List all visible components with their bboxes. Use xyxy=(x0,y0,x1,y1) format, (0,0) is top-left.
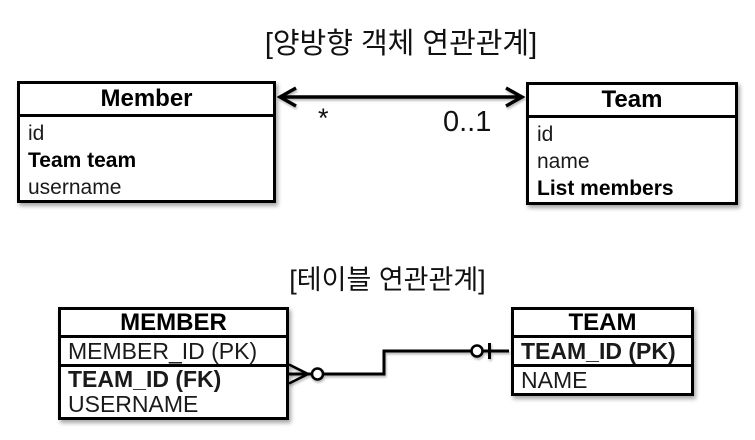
team-side-multiplicity: 0..1 xyxy=(443,106,492,138)
member-column-member-id-pk: MEMBER_ID (PK) xyxy=(61,338,286,367)
member-table-lower-cell: TEAM_ID (FK) USERNAME xyxy=(61,367,286,417)
member-field-username: username xyxy=(28,176,122,199)
team-field-name: name xyxy=(537,150,590,173)
member-side-multiplicity: * xyxy=(318,103,329,133)
arrowhead-left-icon xyxy=(276,86,297,108)
team-table-box: TEAM TEAM_ID (PK) NAME xyxy=(511,307,694,396)
member-field-team: Team team xyxy=(28,149,137,172)
member-table-name: MEMBER xyxy=(61,310,286,338)
team-column-team-id-pk: TEAM_ID (PK) xyxy=(514,338,691,367)
member-class-box: Member id Team team username xyxy=(17,81,276,203)
member-class-fields: id Team team username xyxy=(20,117,273,201)
object-association-title: [양방향 객체 연관관계] xyxy=(264,28,538,60)
table-association-title: [테이블 연관관계] xyxy=(289,265,486,295)
er-relationship-line xyxy=(288,343,509,385)
team-class-name: Team xyxy=(529,85,735,118)
team-class-fields: id name List members xyxy=(529,118,735,202)
team-field-id: id xyxy=(537,123,554,146)
member-class-name: Member xyxy=(20,84,273,117)
member-column-team-id-fk: TEAM_ID (FK) xyxy=(68,366,222,392)
arrowhead-right-icon xyxy=(505,86,526,108)
team-column-name: NAME xyxy=(521,367,588,393)
team-class-box: Team id name List members xyxy=(526,82,738,205)
bidirectional-arrow xyxy=(276,86,526,108)
team-table-name: TEAM xyxy=(514,310,691,338)
zero-circle-member-icon xyxy=(310,367,325,381)
member-column-username: USERNAME xyxy=(68,391,199,417)
member-field-id: id xyxy=(28,122,45,145)
member-table-box: MEMBER MEMBER_ID (PK) TEAM_ID (FK) USERN… xyxy=(58,307,289,420)
team-field-members: List members xyxy=(537,177,674,200)
zero-circle-team-icon xyxy=(470,344,484,358)
crows-foot-icon xyxy=(288,363,309,385)
